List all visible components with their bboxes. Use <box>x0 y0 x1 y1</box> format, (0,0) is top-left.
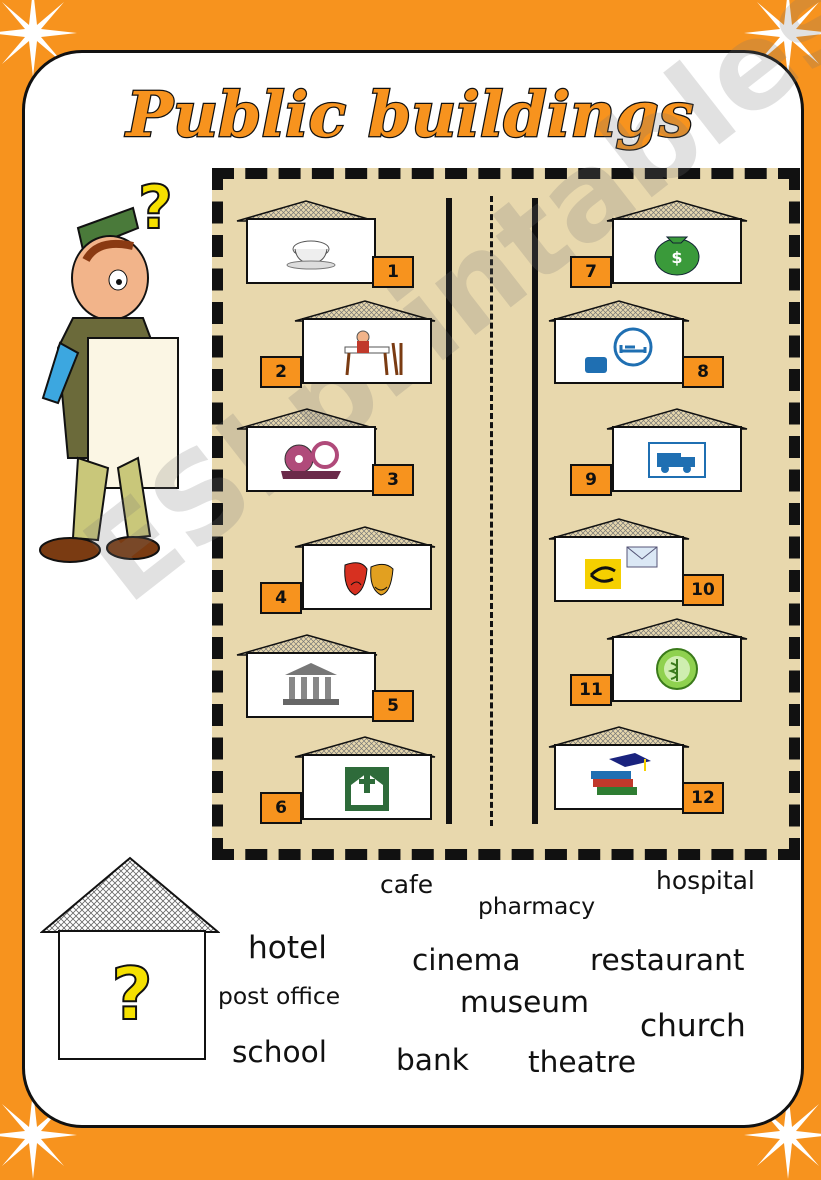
house-box <box>612 636 742 702</box>
svg-text:?: ? <box>138 173 173 243</box>
word-bank-word: pharmacy <box>478 892 596 920</box>
house-number: 9 <box>570 464 612 496</box>
question-house-roof <box>40 856 220 933</box>
theatre-masks-icon <box>344 562 394 596</box>
question-house: ? <box>58 930 206 1060</box>
restaurant-table-icon <box>344 330 403 376</box>
question-mark: ? <box>110 951 154 1037</box>
house-box <box>246 218 376 284</box>
house-number: 12 <box>682 782 724 814</box>
hotel-bed-icon <box>585 327 653 373</box>
pharmacy-icon <box>656 648 698 690</box>
word-bank-word: cinema <box>412 942 521 977</box>
house-number: 1 <box>372 256 414 288</box>
starburst-icon <box>744 1091 821 1179</box>
house-number: 2 <box>260 356 302 388</box>
word-bank-word: bank <box>396 1042 469 1077</box>
house-number: 8 <box>682 356 724 388</box>
svg-text:Public buildings: Public buildings <box>124 78 693 151</box>
house-number: 5 <box>372 690 414 722</box>
confused-man-illustration: ? <box>39 172 179 563</box>
house-box <box>612 426 742 492</box>
word-bank-word: restaurant <box>590 942 745 977</box>
word-bank-word: hospital <box>656 866 755 895</box>
road-line-left <box>446 198 452 824</box>
starburst-icon <box>0 1091 77 1179</box>
house-box <box>554 744 684 810</box>
house-box: $ <box>612 218 742 284</box>
coffee-cup-icon <box>286 240 336 270</box>
word-bank-word: school <box>232 1034 327 1069</box>
house-box <box>302 544 432 610</box>
page-title: Public buildings <box>123 77 695 153</box>
road-line-right <box>532 198 538 824</box>
house-number: 7 <box>570 256 612 288</box>
church-icon <box>345 767 389 811</box>
house-box <box>246 652 376 718</box>
books-cap-icon <box>591 753 651 795</box>
house-box <box>302 318 432 384</box>
house-box <box>246 426 376 492</box>
house-number: 6 <box>260 792 302 824</box>
film-reel-icon <box>281 441 341 479</box>
house-box <box>554 318 684 384</box>
word-bank-word: museum <box>460 984 589 1019</box>
ambulance-icon <box>648 442 706 478</box>
house-number: 11 <box>570 674 612 706</box>
road-centre-line <box>490 196 493 826</box>
svg-text:$: $ <box>671 248 682 267</box>
word-bank-word: theatre <box>528 1044 637 1079</box>
house-number: 4 <box>260 582 302 614</box>
post-horn-icon <box>585 546 658 589</box>
museum-columns-icon <box>283 663 339 705</box>
house-number: 3 <box>372 464 414 496</box>
word-bank-word: church <box>640 1008 746 1044</box>
house-box <box>554 536 684 602</box>
house-box <box>302 754 432 820</box>
word-bank-word: cafe <box>380 870 434 899</box>
money-bag-icon: $ <box>654 236 700 276</box>
word-bank-word: hotel <box>248 930 327 966</box>
word-bank-word: post office <box>218 982 341 1010</box>
house-number: 10 <box>682 574 724 606</box>
